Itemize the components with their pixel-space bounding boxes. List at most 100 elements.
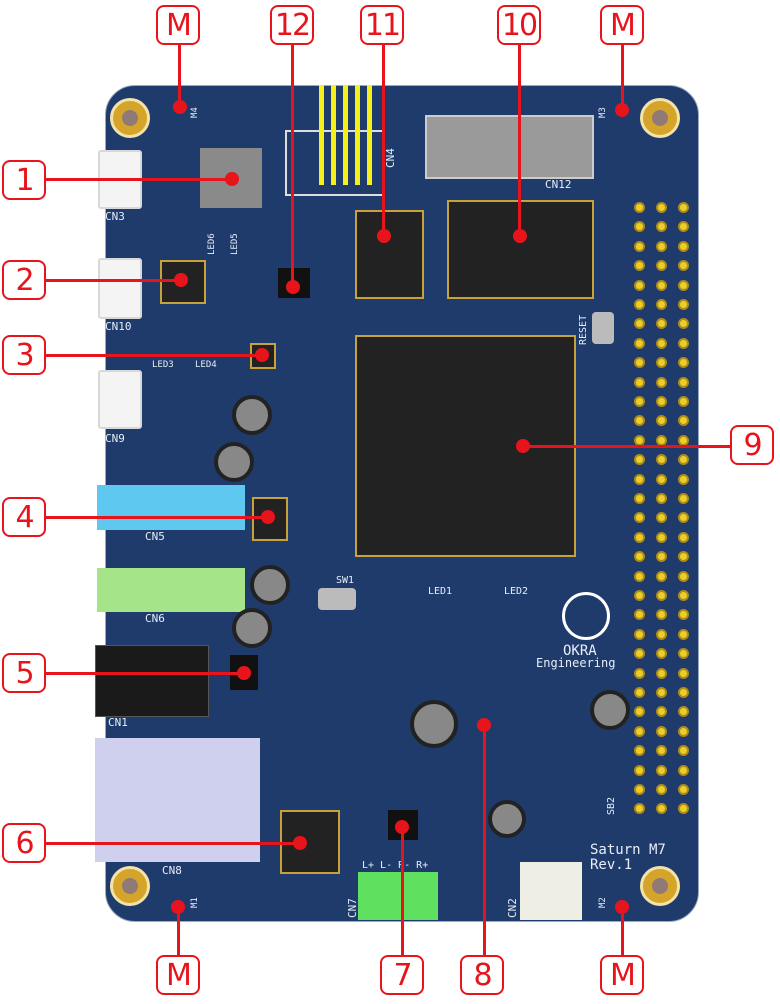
header-pin (678, 745, 689, 757)
capacitor (214, 442, 254, 482)
header-pin (634, 454, 645, 466)
header-pin (678, 493, 689, 504)
header-pin (656, 299, 667, 310)
header-pin (656, 279, 667, 291)
header-pin (656, 473, 667, 485)
header-pin (634, 240, 645, 252)
header-pin (678, 706, 689, 718)
header-pin (634, 764, 645, 776)
label-cn5: CN5 (145, 530, 165, 543)
callout-8: 8 (460, 955, 504, 995)
callout-10: 10 (497, 5, 541, 45)
header-pin (678, 803, 689, 815)
label-cn8: CN8 (162, 864, 182, 877)
label-led2: LED2 (504, 586, 529, 597)
header-pin (678, 376, 689, 388)
inductor (488, 800, 526, 838)
header-pin (678, 279, 689, 291)
label-cn9: CN9 (105, 432, 125, 445)
label-sw1: SW1 (336, 575, 355, 586)
label-led1: LED1 (428, 586, 453, 597)
header-pin (634, 357, 645, 369)
callout-2: 2 (2, 260, 46, 300)
header-pin (634, 803, 645, 815)
header-pin (678, 784, 689, 795)
header-pin (678, 551, 689, 563)
label-m4: M4 (190, 107, 200, 118)
header-pin (678, 240, 689, 252)
reset-button[interactable] (592, 312, 614, 344)
switch-sw1[interactable] (318, 588, 356, 610)
header-pin (678, 221, 689, 233)
label-m2: M2 (598, 897, 608, 908)
header-pin (634, 376, 645, 388)
header-pin (634, 531, 645, 543)
header-pin (656, 570, 667, 582)
header-pin (656, 706, 667, 718)
callout-mount-bottom-left: M (156, 955, 200, 995)
header-pin (656, 531, 667, 543)
inductor (410, 700, 458, 748)
header-pin (656, 396, 667, 407)
header-pin (678, 454, 689, 466)
callout-mount-top-right: M (600, 5, 644, 45)
header-pin (634, 279, 645, 291)
capacitor (232, 395, 272, 435)
label-sb2: SB2 (606, 796, 617, 815)
header-pin (634, 687, 645, 698)
mount-hole-top-right (640, 98, 680, 138)
header-pin (634, 318, 645, 330)
header-pin (634, 570, 645, 582)
header-pin (656, 803, 667, 815)
header-pin (656, 648, 667, 660)
header-pin (656, 628, 667, 640)
header-pin (678, 299, 689, 310)
header-pin (678, 434, 689, 446)
header-pin (634, 202, 645, 213)
header-pin (678, 648, 689, 660)
power-jack-cn1 (95, 645, 209, 717)
header-pins-cn4 (312, 85, 374, 185)
label-led6: LED6 (207, 233, 217, 255)
label-cn1: CN1 (108, 716, 128, 729)
chip-11 (355, 210, 424, 299)
header-pin (634, 512, 645, 524)
header-pin (634, 667, 645, 679)
header-pin (678, 687, 689, 698)
label-cn7: CN7 (346, 898, 359, 918)
header-pin (634, 590, 645, 601)
callout-9: 9 (730, 425, 774, 465)
board-revision: Rev.1 (590, 857, 633, 873)
audio-jack-cn5 (97, 485, 245, 530)
header-pin (656, 318, 667, 330)
header-pin (678, 725, 689, 737)
label-cn3: CN3 (105, 210, 125, 223)
header-pin (678, 628, 689, 640)
connector-cn2 (520, 862, 582, 920)
header-pin (634, 706, 645, 718)
header-pin (678, 512, 689, 524)
header-pin (656, 745, 667, 757)
inductor (590, 690, 630, 730)
header-pin (634, 473, 645, 485)
label-cn6: CN6 (145, 612, 165, 625)
header-pin (678, 396, 689, 407)
header-pin (656, 764, 667, 776)
callout-mount-bottom-right: M (600, 955, 644, 995)
brand-name: OKRA (563, 643, 597, 659)
ethernet-connector-cn8 (95, 738, 260, 862)
label-audio-pins: L+ L- R- R+ (362, 860, 429, 871)
callout-7: 7 (380, 955, 424, 995)
header-pin (678, 357, 689, 369)
header-pin (678, 570, 689, 582)
usb-connector-cn10 (98, 258, 142, 319)
header-pin (678, 415, 689, 427)
label-cn10: CN10 (105, 320, 132, 333)
mount-hole-bottom-left (110, 866, 150, 906)
header-pin (634, 260, 645, 272)
header-pin (656, 590, 667, 601)
header-pin (656, 260, 667, 272)
header-pin (656, 415, 667, 427)
header-pin (678, 667, 689, 679)
label-reset: RESET (578, 314, 589, 345)
